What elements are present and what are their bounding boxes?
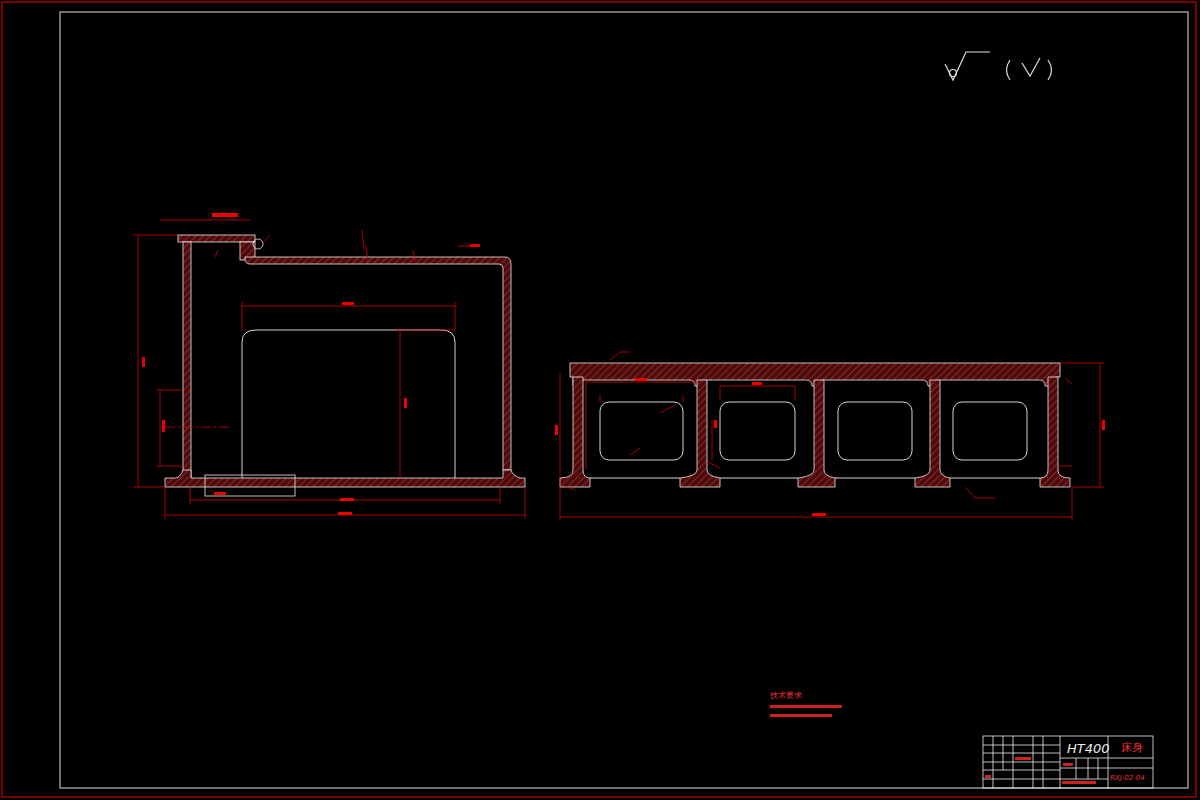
drawing-number: RXJ-02-04 bbox=[1110, 775, 1145, 782]
part-name: 床身 bbox=[1121, 742, 1143, 753]
notes-heading: 技术要求 bbox=[770, 692, 802, 700]
material-code: HT400 bbox=[1067, 742, 1110, 755]
